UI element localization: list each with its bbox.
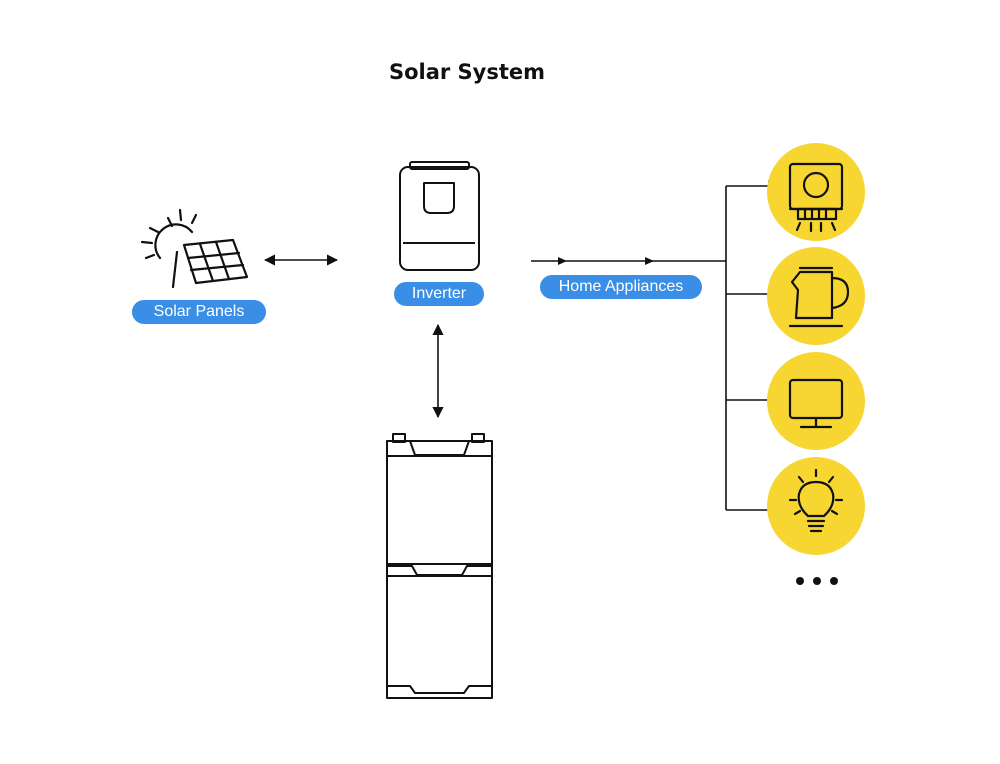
appliance-circle-kettle [767,247,865,345]
flow-arrowhead [645,257,654,265]
label-inverter: Inverter [394,282,484,306]
flow-arrowhead [558,257,567,265]
monitor-icon [788,378,844,429]
inverter-icon [399,161,480,271]
more-dots-icon [796,577,838,585]
label-home-appliances: Home Appliances [540,275,702,299]
appliance-circle-cooktop [767,143,865,241]
label-solar-panels: Solar Panels [132,300,266,324]
appliance-circle-monitor [767,352,865,450]
kettle-icon [788,266,850,328]
distribution-bus [725,180,780,516]
appliance-circle-bulb [767,457,865,555]
battery-stack-icon [386,433,493,699]
cooktop-icon [788,162,844,233]
diagram-title: Solar System [388,60,546,84]
light-bulb-icon [788,468,844,533]
solar-panel-icon [140,208,249,289]
